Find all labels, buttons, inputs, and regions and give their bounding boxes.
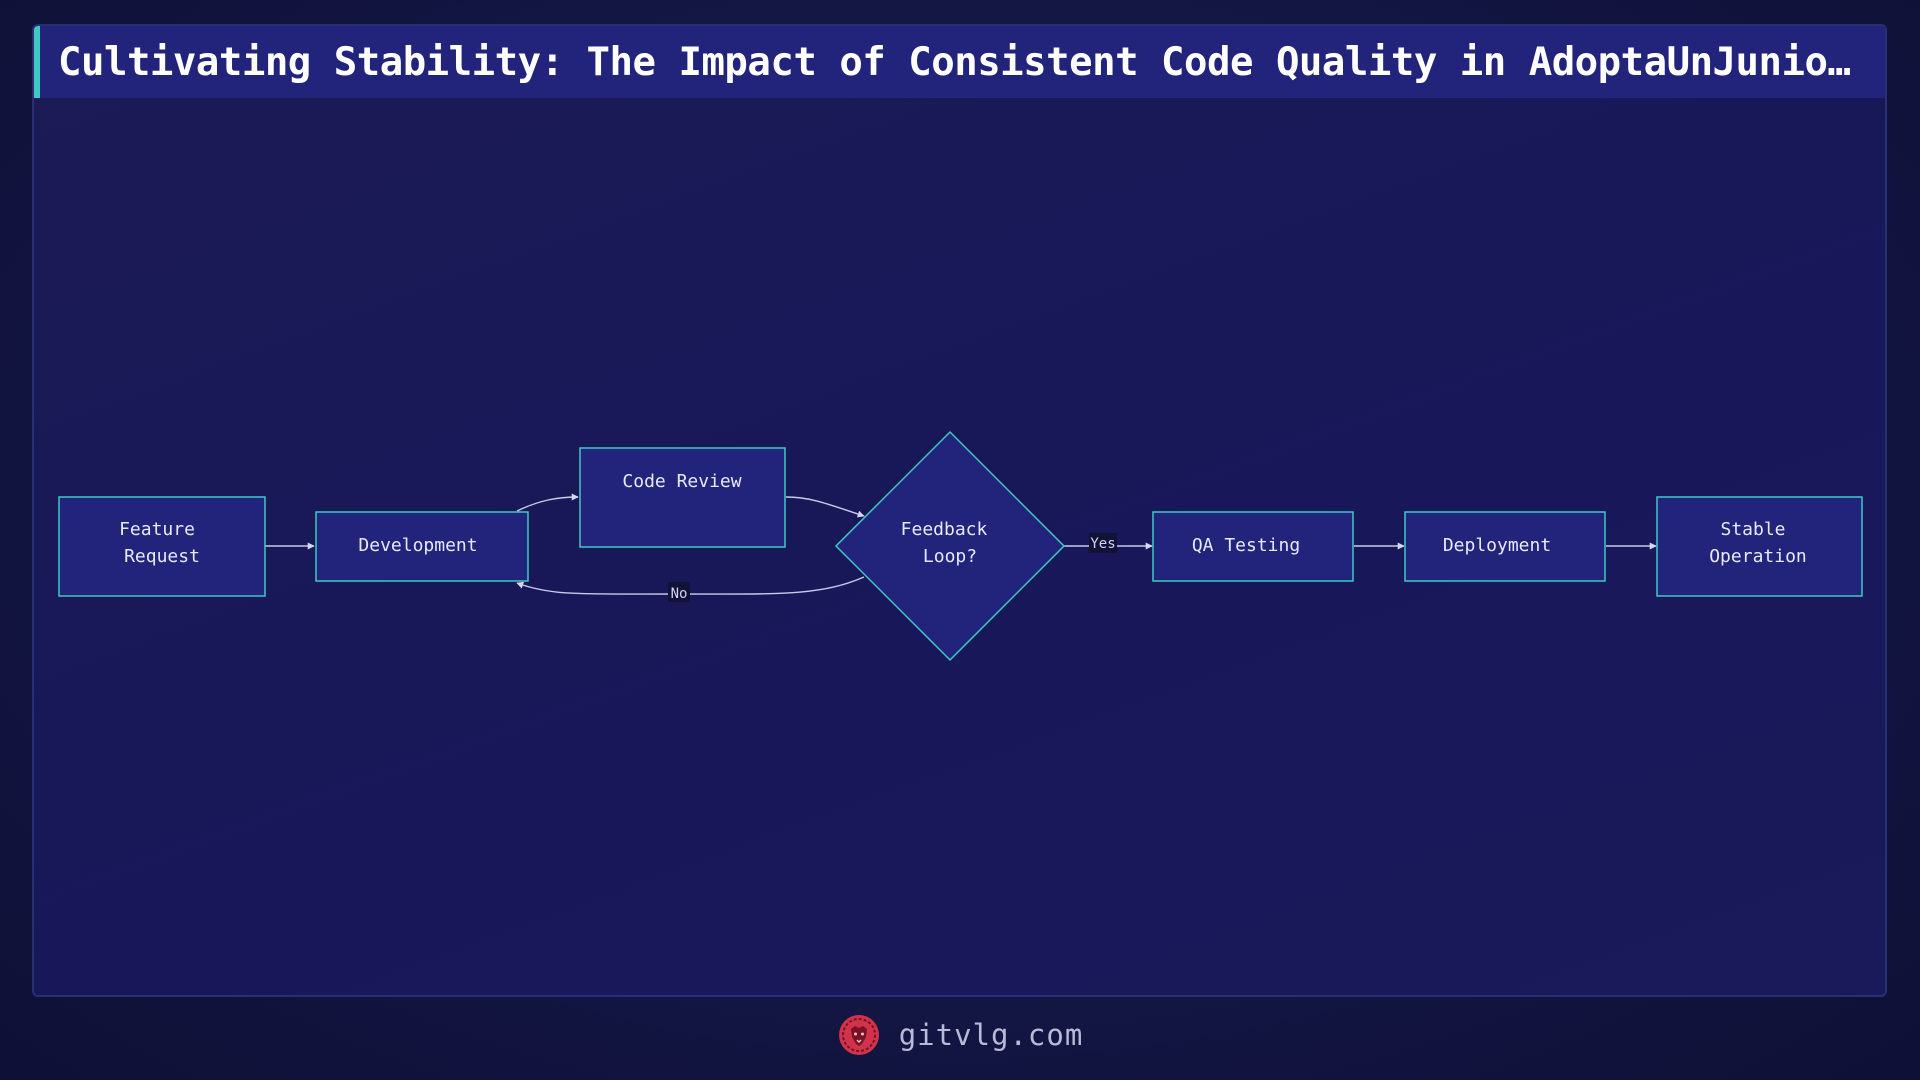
- feature-request-line-2: Request: [124, 546, 200, 567]
- node-feature-request: Feature Request: [58, 496, 266, 597]
- feedback-loop-line-2: Loop?: [923, 546, 977, 567]
- no-label: No: [671, 586, 688, 602]
- stable-operation-line-2: Operation: [1709, 546, 1807, 567]
- node-code-review: Code Review: [579, 447, 786, 548]
- footer-site-link[interactable]: gitvlg.com: [898, 1018, 1084, 1052]
- edge-label-no: No: [668, 582, 690, 602]
- code-review-label: Code Review: [622, 471, 741, 492]
- diagram-panel: Cultivating Stability: The Impact of Con…: [32, 24, 1887, 997]
- edge-development-to-code-review: [516, 493, 579, 512]
- development-label: Development: [358, 535, 477, 556]
- feature-request-line-1: Feature: [119, 519, 195, 540]
- stable-operation-line-1: Stable: [1720, 519, 1785, 540]
- edge-code-review-to-feedback: [785, 496, 865, 518]
- lion-head-icon: [838, 1015, 879, 1055]
- footer: gitvlg.com: [0, 1010, 1920, 1060]
- feedback-loop-line-1: Feedback: [901, 519, 988, 540]
- node-stable-operation: Stable Operation: [1656, 496, 1863, 597]
- node-qa-testing: QA Testing: [1152, 511, 1354, 582]
- title-bar: Cultivating Stability: The Impact of Con…: [34, 26, 1885, 98]
- node-deployment: Deployment: [1404, 511, 1606, 582]
- node-development: Development: [315, 511, 529, 582]
- qa-testing-label: QA Testing: [1192, 535, 1300, 556]
- deployment-label: Deployment: [1443, 535, 1551, 556]
- edge-feedback-no-to-development: [516, 576, 865, 595]
- yes-label: Yes: [1090, 536, 1115, 552]
- node-feedback-loop: Feedback Loop?: [834, 430, 1066, 662]
- edge-label-yes: Yes: [1089, 533, 1117, 553]
